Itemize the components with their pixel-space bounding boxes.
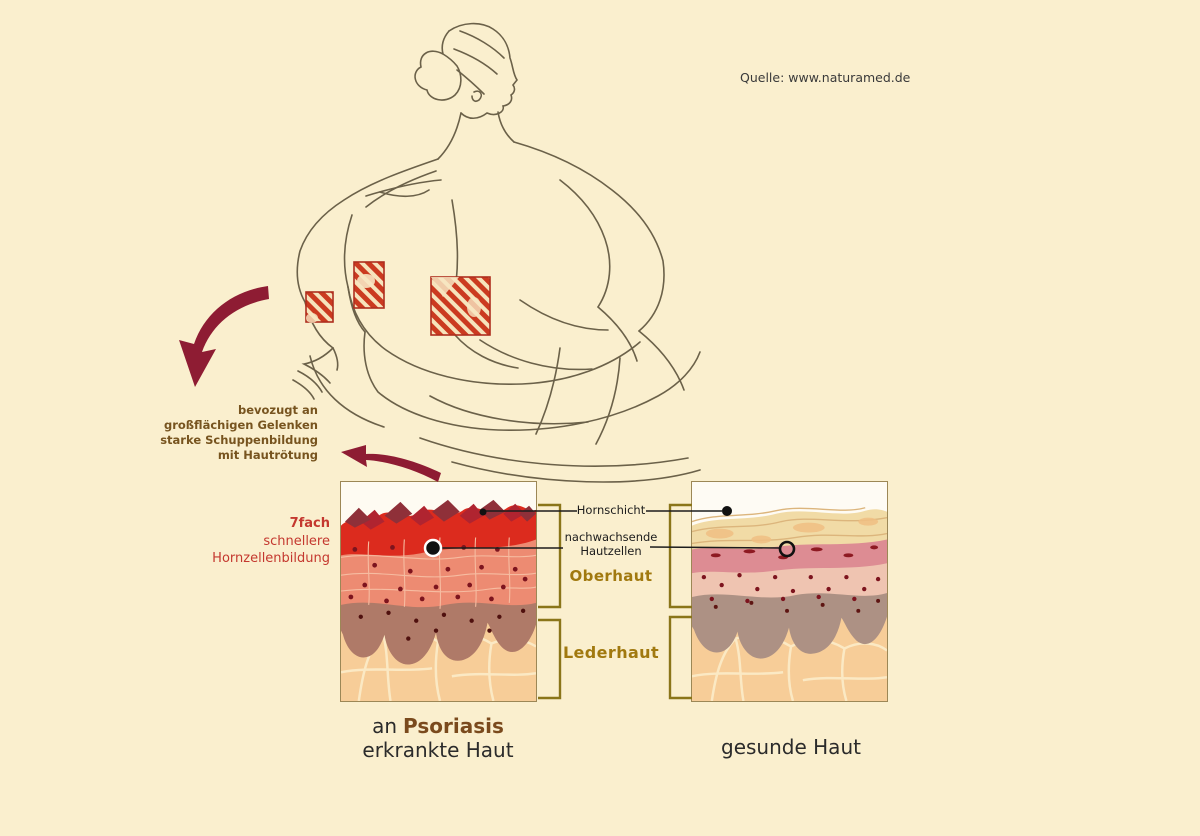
basal-layer-dots bbox=[358, 608, 526, 641]
caption-diseased-line2: erkrankte Haut bbox=[362, 738, 514, 762]
psoriasis-patch-squares bbox=[305, 261, 491, 336]
oberhaut-bracket-right bbox=[668, 503, 692, 609]
label-oberhaut: Oberhaut bbox=[569, 567, 653, 585]
label-hornschicht: Hornschicht bbox=[576, 503, 646, 517]
rate-line: Hornzellenbildung bbox=[212, 551, 330, 566]
diseased-skin-illustration bbox=[341, 482, 536, 701]
crust-maroon-shards bbox=[344, 499, 536, 528]
curved-arrow-left-icon bbox=[341, 445, 441, 482]
label-nachwachsende-hautzellen: nachwachsende Hautzellen bbox=[564, 530, 658, 558]
annotation-line: bevozugt an bbox=[238, 403, 318, 417]
cell-web-lines bbox=[341, 537, 536, 609]
curved-arrow-down-icon bbox=[179, 286, 269, 387]
label-lederhaut: Lederhaut bbox=[562, 643, 660, 662]
diseased-skin-panel bbox=[340, 481, 537, 702]
caption-healthy-skin: gesunde Haut bbox=[721, 735, 861, 759]
patch-square-arm bbox=[353, 261, 385, 309]
caption-psoriasis: Psoriasis bbox=[403, 714, 504, 738]
horn-layer-patches bbox=[705, 517, 879, 544]
annotation-line: großflächigen Gelenken bbox=[163, 418, 318, 432]
patch-square-elbow bbox=[305, 291, 334, 323]
seated-woman-line-drawing bbox=[292, 22, 701, 483]
rate-highlight: 7fach bbox=[289, 516, 330, 531]
caption-prefix: an bbox=[372, 714, 398, 738]
healthy-skin-illustration bbox=[692, 482, 887, 701]
annotation-line: starke Schuppenbildung bbox=[160, 433, 318, 447]
patch-square-hip bbox=[430, 276, 491, 336]
healthy-skin-panel bbox=[691, 481, 888, 702]
source-credit: Quelle: www.naturamed.de bbox=[740, 70, 911, 85]
annotation-line: mit Hautrötung bbox=[217, 448, 318, 462]
horn-layer-waves bbox=[692, 507, 887, 545]
patch-annotation: bevozugt an großflächigen Gelenken stark… bbox=[118, 403, 318, 463]
basal-layer-dots bbox=[713, 598, 881, 613]
cell-dots bbox=[701, 572, 881, 604]
rate-line: schnellere bbox=[263, 533, 330, 549]
crust-dark-red-shards bbox=[360, 503, 526, 530]
rate-note: 7fach schnellere Hornzellenbildung bbox=[130, 515, 330, 568]
cell-nuclei-spots bbox=[710, 545, 879, 560]
